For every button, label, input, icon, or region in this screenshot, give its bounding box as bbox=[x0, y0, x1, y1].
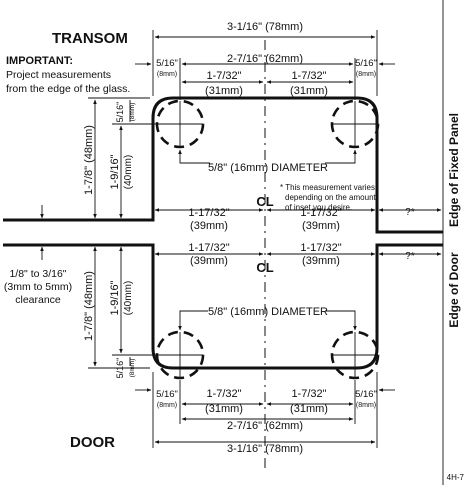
clearance-line-1: 1/8" to 3/16" bbox=[9, 268, 66, 280]
dim-edge-right-top-mm: (8mm) bbox=[356, 71, 376, 78]
hole-bottom-left bbox=[155, 330, 205, 380]
dim-overall-top-label: 3-1/16" (78mm) bbox=[227, 21, 303, 33]
important-line-2: from the edge of the glass. bbox=[6, 83, 130, 95]
dim-height-door-label: 1-7/8" (48mm) bbox=[83, 271, 95, 341]
transom-label: TRANSOM bbox=[52, 30, 128, 47]
dim-height-inner-transom-mm: (40mm) bbox=[123, 155, 134, 189]
hole-top-right bbox=[330, 99, 380, 149]
edge-fixed-panel-label: Edge of Fixed Panel bbox=[447, 113, 461, 227]
dim-edge-right-bottom-label: 5/16" bbox=[355, 389, 377, 400]
hole-bottom-right bbox=[330, 330, 380, 380]
centerline-symbol-door: CL bbox=[256, 260, 273, 275]
dim-height-inner-door-label: 1-9/16" bbox=[109, 280, 121, 315]
hole-top-left bbox=[155, 99, 205, 149]
dim-half-left-bottom-mm: (31mm) bbox=[205, 403, 243, 415]
bottom-extension-lines bbox=[152, 372, 378, 448]
clearance-line-3: clearance bbox=[15, 294, 61, 306]
dim-center-left-transom-mm: (39mm) bbox=[190, 220, 228, 232]
dim-half-right-top-mm: (31mm) bbox=[290, 85, 328, 97]
door-hinge-outline bbox=[3, 243, 443, 370]
diameter-bottom-label: 5/8" (16mm) DIAMETER bbox=[208, 306, 328, 318]
dim-edge-left-top-label: 5/16" bbox=[156, 58, 178, 69]
dim-overall-bottom-label: 3-1/16" (78mm) bbox=[227, 443, 303, 455]
figure-id: 4H-7 bbox=[447, 473, 465, 482]
note-line-3: of inset you desire. bbox=[285, 203, 352, 212]
unknown-door-label: ?* bbox=[405, 251, 415, 262]
dim-center-right-transom-label: 1-17/32" bbox=[300, 207, 341, 219]
important-line-1: Project measurements bbox=[6, 69, 111, 81]
dim-edge-right-top-label: 5/16" bbox=[355, 58, 377, 69]
dim-vert-edge-transom-mm: (8mm) bbox=[129, 103, 136, 122]
dim-center-right-transom-mm: (39mm) bbox=[302, 220, 340, 232]
diameter-leader-left-bottom bbox=[178, 310, 208, 331]
edge-door-label: Edge of Door bbox=[447, 252, 461, 328]
dim-center-left-door-mm: (39mm) bbox=[190, 255, 228, 267]
dim-height-inner-door-mm: (40mm) bbox=[123, 281, 134, 315]
dim-holes-top-label: 2-7/16" (62mm) bbox=[227, 53, 303, 65]
dim-half-left-top-label: 1-7/32" bbox=[206, 70, 241, 82]
note-line-1: * This measurement varies bbox=[280, 183, 375, 192]
dim-half-right-bottom-mm: (31mm) bbox=[290, 403, 328, 415]
dim-vert-edge-door-label: 5/16" bbox=[115, 358, 125, 379]
dim-center-left-transom-label: 1-17/32" bbox=[188, 207, 229, 219]
dim-height-transom-label: 1-7/8" (48mm) bbox=[83, 125, 95, 195]
diameter-leader-right-bottom bbox=[325, 310, 357, 331]
note-line-2: depending on the amount bbox=[285, 193, 377, 202]
dim-edge-left-top-mm: (8mm) bbox=[157, 71, 177, 78]
dim-center-right-door-mm: (39mm) bbox=[302, 255, 340, 267]
dim-half-right-bottom-label: 1-7/32" bbox=[291, 388, 326, 400]
diameter-leader-right-top bbox=[325, 149, 357, 164]
dim-edge-right-bottom-mm: (8mm) bbox=[356, 402, 376, 409]
diameter-top-label: 5/8" (16mm) DIAMETER bbox=[208, 162, 328, 174]
dim-holes-bottom-label: 2-7/16" (62mm) bbox=[227, 420, 303, 432]
transom-hinge-outline bbox=[3, 96, 443, 234]
dim-edge-left-bottom-label: 5/16" bbox=[156, 389, 178, 400]
important-title: IMPORTANT: bbox=[6, 55, 73, 67]
clearance-line-2: (3mm to 5mm) bbox=[4, 281, 72, 293]
dim-center-right-door-label: 1-17/32" bbox=[300, 242, 341, 254]
dim-vert-edge-door-mm: (8mm) bbox=[129, 359, 136, 378]
top-extension-lines bbox=[152, 30, 378, 100]
dim-height-inner-transom-label: 1-9/16" bbox=[109, 154, 121, 189]
diameter-leader-left-top bbox=[178, 149, 210, 164]
unknown-transom-label: ?* bbox=[405, 207, 415, 218]
dim-center-left-door-label: 1-17/32" bbox=[188, 242, 229, 254]
dim-half-right-top-label: 1-7/32" bbox=[291, 70, 326, 82]
centerline-symbol-transom: CL bbox=[256, 194, 273, 209]
dim-vert-edge-transom-label: 5/16" bbox=[115, 102, 125, 123]
dim-half-left-top-mm: (31mm) bbox=[205, 85, 243, 97]
door-label: DOOR bbox=[70, 434, 115, 451]
dim-edge-left-bottom-mm: (8mm) bbox=[157, 402, 177, 409]
dim-half-left-bottom-label: 1-7/32" bbox=[206, 388, 241, 400]
left-extension-lines bbox=[88, 97, 157, 369]
